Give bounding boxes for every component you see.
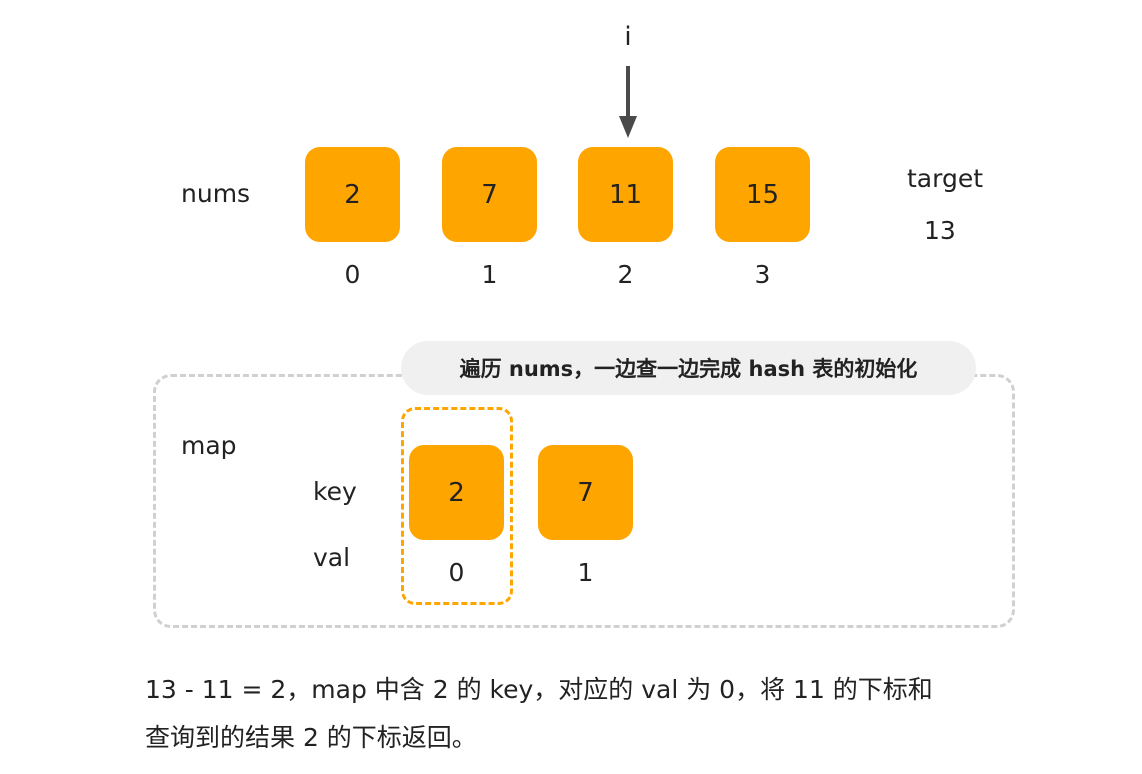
target-label: target	[907, 164, 984, 193]
nums-index-3: 3	[754, 260, 771, 289]
description-line-2: 查询到的结果 2 的下标返回。	[145, 723, 477, 752]
map-val-0: 0	[448, 558, 465, 587]
map-key-cell-1: 7	[538, 445, 633, 540]
nums-label: nums	[181, 179, 251, 208]
map-val-1: 1	[577, 558, 594, 587]
nums-index-1: 1	[481, 260, 498, 289]
map-key-cell-0: 2	[409, 445, 504, 540]
down-arrow-icon	[619, 66, 637, 138]
description-line-1: 13 - 11 = 2，map 中含 2 的 key，对应的 val 为 0，将…	[145, 675, 933, 704]
nums-cell-1: 7	[442, 147, 537, 242]
pointer-label: i	[624, 22, 632, 52]
map-key-label: key	[313, 477, 357, 506]
nums-index-0: 0	[344, 260, 361, 289]
map-val-label: val	[313, 543, 351, 572]
nums-cell-0: 2	[305, 147, 400, 242]
caption-pill: 遍历 nums，一边查一边完成 hash 表的初始化	[401, 341, 976, 395]
nums-cell-2: 11	[578, 147, 673, 242]
target-value: 13	[924, 216, 956, 245]
nums-index-2: 2	[617, 260, 634, 289]
map-label: map	[181, 431, 237, 460]
highlighted-entry-frame	[401, 407, 513, 605]
nums-cell-3: 15	[715, 147, 810, 242]
